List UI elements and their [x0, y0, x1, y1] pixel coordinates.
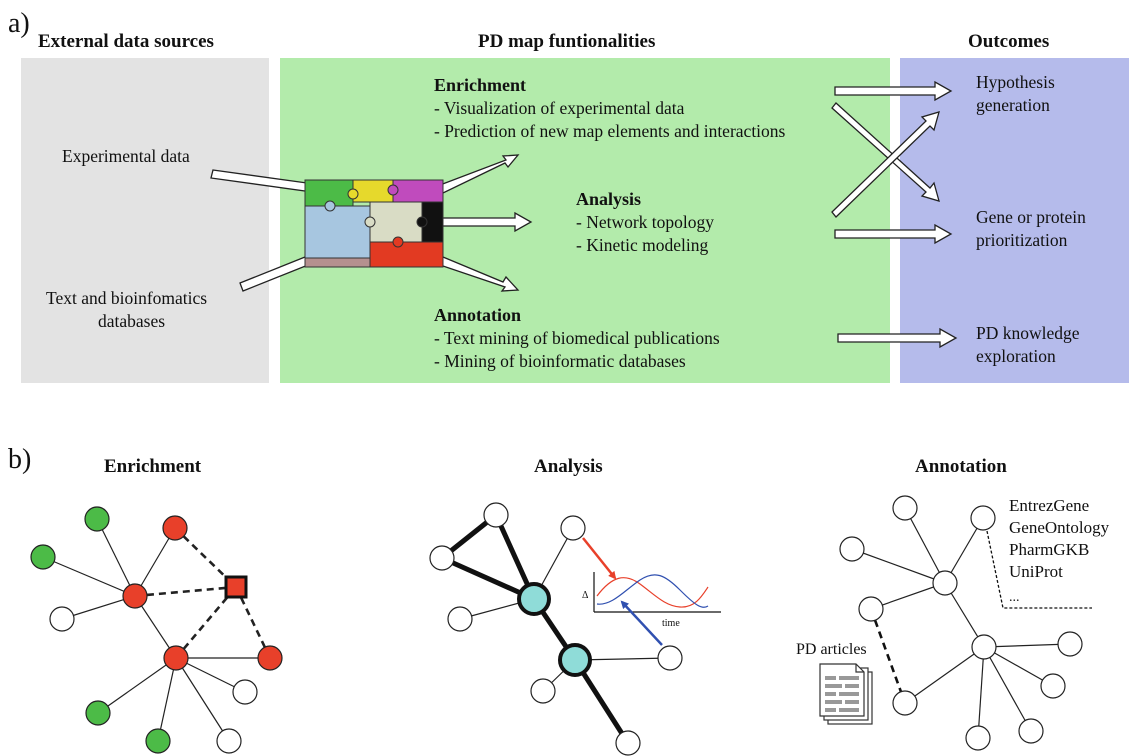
node [30, 544, 56, 570]
node [530, 678, 556, 704]
panel-a-label: a) [8, 8, 30, 39]
puzzle-icon [304, 179, 444, 268]
node [657, 645, 683, 671]
header-outcomes: Outcomes [968, 31, 1050, 52]
chart-y-axis-label: Δ [582, 590, 589, 601]
red-curve [596, 577, 709, 608]
node [85, 700, 111, 726]
arrow-annotation-pd [837, 327, 958, 349]
hub-node [558, 643, 592, 677]
arrow-enrichment-hypothesis [834, 80, 953, 102]
annotation-title: Annotation [434, 305, 522, 325]
node [858, 596, 884, 622]
node [447, 606, 473, 632]
predicted-node-square [224, 575, 248, 599]
node [122, 583, 148, 609]
node [971, 634, 997, 660]
outcome-pd-line2: exploration [976, 346, 1056, 366]
blue-curve [596, 574, 709, 608]
node [932, 570, 958, 596]
analysis-line2: - Kinetic modeling [576, 235, 709, 255]
node [145, 728, 171, 754]
enrichment-line2: - Prediction of new map elements and int… [434, 121, 786, 141]
analysis-line1: - Network topology [576, 212, 715, 232]
source-experimental-data: Experimental data [62, 146, 190, 166]
red-arrow [582, 537, 617, 580]
panel-b-label: b) [8, 444, 32, 475]
enrichment-title: Enrichment [434, 75, 526, 95]
outcome-pd-line1: PD knowledge [976, 323, 1080, 343]
arrow-analysis-hypothesis [831, 111, 940, 218]
node [892, 495, 918, 521]
node [839, 536, 865, 562]
b-analysis-title: Analysis [534, 456, 603, 477]
db-item-uniprot: UniProt [1009, 562, 1063, 581]
blue-arrow [620, 600, 663, 646]
chart-x-axis-label: time [662, 618, 680, 629]
node [84, 506, 110, 532]
annotation-dashed-link [869, 608, 907, 704]
outcome-hypothesis-line2: generation [976, 95, 1050, 115]
node [483, 502, 509, 528]
db-ellipsis: ... [1009, 590, 1020, 605]
b-enrichment-title: Enrichment [104, 456, 202, 477]
b-annotation-title: Annotation [915, 456, 1007, 477]
annotation-network [819, 495, 1092, 751]
node [232, 679, 258, 705]
arrow-to-annotation [439, 256, 520, 292]
node [162, 515, 188, 541]
outcome-gene-line1: Gene or protein [976, 207, 1086, 227]
node [615, 730, 641, 756]
arrow-analysis-gene [834, 223, 953, 245]
analysis-title: Analysis [576, 189, 642, 209]
node [1040, 673, 1066, 699]
arrow-enrichment-gene [831, 102, 940, 202]
enrichment-line1: - Visualization of experimental data [434, 98, 685, 118]
node [216, 728, 242, 754]
outcome-hypothesis-line1: Hypothesis [976, 72, 1055, 92]
sources-column-bg [21, 58, 269, 383]
node [560, 515, 586, 541]
node [429, 545, 455, 571]
node [892, 690, 918, 716]
node [965, 725, 991, 751]
header-functionalities: PD map funtionalities [478, 31, 656, 52]
arrow-to-enrichment [439, 154, 520, 194]
document-stack-icon [819, 663, 873, 725]
node [1057, 631, 1083, 657]
kinetic-chart: Δ time [582, 537, 721, 646]
arrow-to-analysis [439, 211, 533, 233]
hub-node [517, 582, 551, 616]
source-text-line2: databases [98, 311, 166, 331]
outcome-gene-line2: prioritization [976, 230, 1068, 250]
outcome-arrows [831, 80, 958, 349]
annotation-line2: - Mining of bioinformatic databases [434, 351, 686, 371]
node [49, 606, 75, 632]
node [1018, 718, 1044, 744]
node [163, 645, 189, 671]
pd-articles-label: PD articles [796, 641, 867, 658]
source-text-line1: Text and bioinfomatics [46, 288, 208, 308]
db-item-entrezgene: EntrezGene [1009, 496, 1090, 515]
enrichment-network [30, 506, 283, 754]
header-external-sources: External data sources [38, 31, 214, 52]
analysis-network: Δ time [429, 502, 721, 756]
node [257, 645, 283, 671]
node [970, 505, 996, 531]
db-item-pharmgkb: PharmGKB [1009, 540, 1090, 559]
db-bracket-dashed [986, 530, 1092, 609]
annotation-line1: - Text mining of biomedical publications [434, 328, 720, 348]
db-item-geneontology: GeneOntology [1009, 518, 1110, 537]
